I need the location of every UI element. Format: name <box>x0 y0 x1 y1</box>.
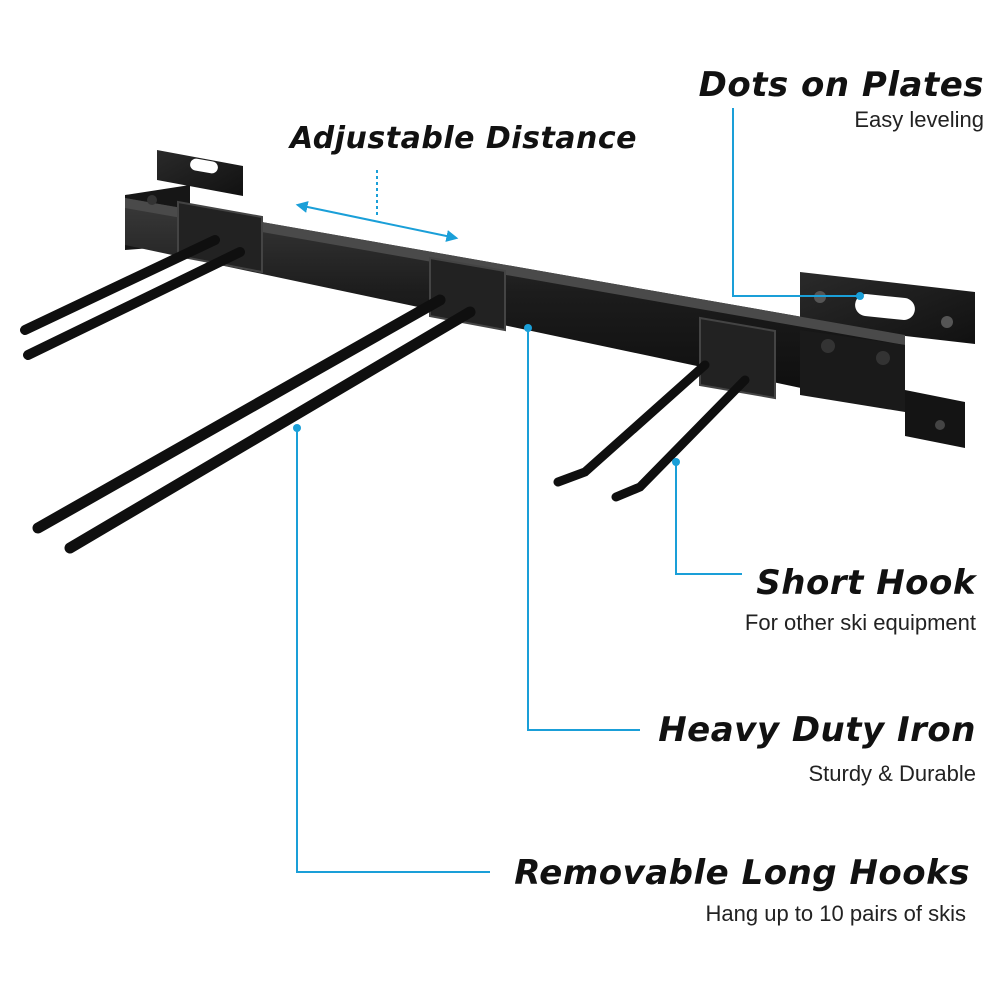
callout-title-dots: Dots on Plates <box>698 65 984 105</box>
long-hooks-middle <box>32 294 476 554</box>
callout-title-short-hook: Short Hook <box>756 563 976 603</box>
long-hooks-left <box>20 235 245 360</box>
callout-title-iron: Heavy Duty Iron <box>658 710 976 750</box>
callout-lines <box>295 108 860 873</box>
callout-subtitle-iron: Sturdy & Durable <box>808 761 976 786</box>
callout-subtitle-dots: Easy leveling <box>854 107 984 132</box>
callout-title-long-hooks: Removable Long Hooks <box>514 853 970 893</box>
short-hooks <box>553 360 750 502</box>
callout-title-adjustable: Adjustable Distance <box>290 121 638 156</box>
callout-subtitle-long-hooks: Hang up to 10 pairs of skis <box>705 901 966 926</box>
callout-subtitle-short-hook: For other ski equipment <box>744 610 976 635</box>
callout-dots <box>293 292 864 466</box>
